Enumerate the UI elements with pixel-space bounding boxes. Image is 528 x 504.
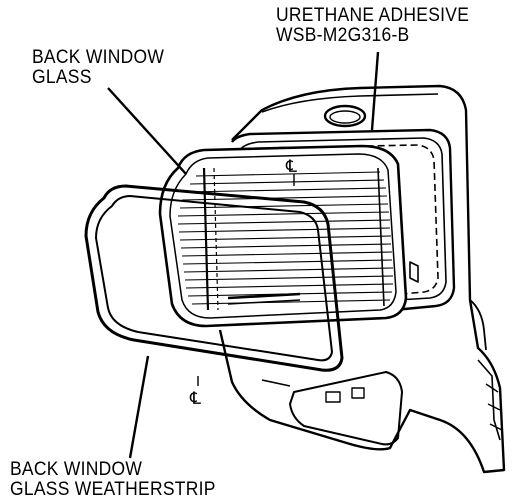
centerline-symbol-bottom: ℄: [189, 389, 201, 409]
leader-lines: [107, 51, 380, 459]
window-opening: [231, 128, 456, 312]
urethane-adhesive-label: URETHANE ADHESIVE WSB-M2G316-B: [276, 6, 469, 46]
back-window-glass-line2: GLASS: [32, 67, 92, 88]
liftgate-panel: [218, 84, 506, 474]
top-lamp-oval: [323, 104, 367, 128]
urethane-adhesive-name: URETHANE ADHESIVE: [276, 5, 470, 26]
defroster-grid-lines: [177, 171, 394, 305]
glass-weatherstrip: [84, 184, 344, 372]
weatherstrip-line2: GLASS WEATHERSTRIP: [10, 479, 216, 500]
back-window-glass-line1: BACK WINDOW: [32, 47, 165, 68]
urethane-adhesive-spec: WSB-M2G316-B: [276, 25, 410, 46]
back-window-glass-label: BACK WINDOW GLASS: [32, 48, 164, 88]
weatherstrip-line1: BACK WINDOW: [10, 459, 143, 480]
centerline-marks: [197, 174, 295, 386]
centerline-symbol-top: ℄: [285, 157, 297, 177]
weatherstrip-label: BACK WINDOW GLASS WEATHERSTRIP: [10, 460, 216, 500]
back-window-glass: [158, 144, 408, 328]
